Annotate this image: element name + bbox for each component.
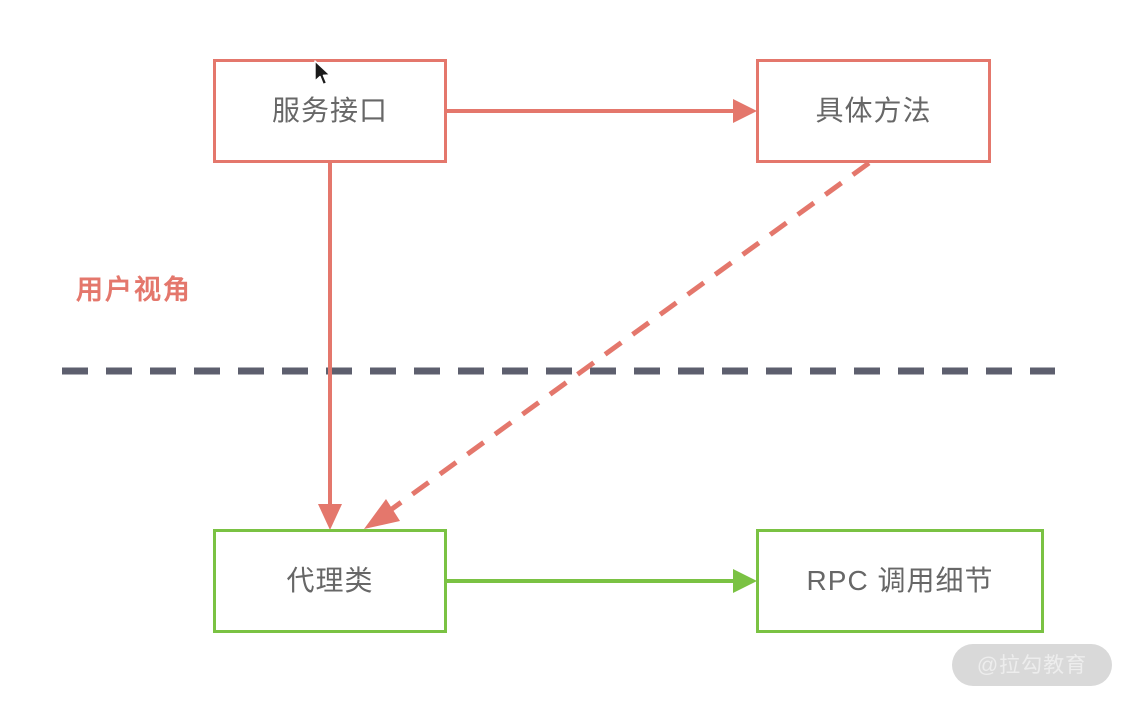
edge-interface-to-proxy [318, 163, 342, 530]
node-service-interface[interactable]: 服务接口 [213, 59, 447, 163]
node-concrete-method-label: 具体方法 [815, 95, 932, 126]
edge-proxy-to-rpc [447, 569, 757, 593]
node-proxy-class[interactable]: 代理类 [213, 529, 447, 633]
node-proxy-class-label: 代理类 [286, 565, 374, 596]
watermark-text: @拉勾教育 [976, 653, 1088, 677]
edge-interface-to-method [447, 99, 757, 123]
user-perspective-label: 用户视角 [76, 275, 192, 305]
node-concrete-method[interactable]: 具体方法 [756, 59, 991, 163]
edge-method-to-proxy [364, 160, 871, 529]
watermark-badge: @拉勾教育 [952, 644, 1112, 686]
node-rpc-detail[interactable]: RPC 调用细节 [756, 529, 1044, 633]
node-service-interface-label: 服务接口 [271, 95, 388, 126]
node-rpc-detail-label: RPC 调用细节 [806, 565, 994, 596]
